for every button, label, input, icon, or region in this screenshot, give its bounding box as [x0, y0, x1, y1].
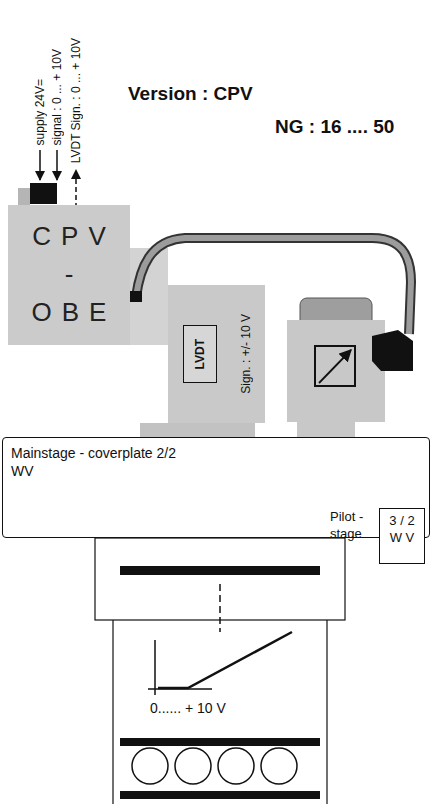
signal-name: LVDT Sign. : 0 ... + 10V: [69, 38, 83, 163]
characteristic-curve: [158, 632, 292, 688]
box-title: Mainstage - coverplate 2/2 WV: [11, 444, 181, 480]
seal-band: [120, 791, 320, 799]
connector-tab: [18, 188, 30, 206]
signal-name: Sign. : +/- 10 V: [239, 314, 253, 394]
lvdt-signal-arrow: [75, 170, 77, 208]
size-label: NG : 16 .... 50: [275, 116, 394, 138]
signal-arrow: [56, 150, 58, 180]
signal-name: signal : 0 ... + 10V: [50, 49, 64, 145]
seal-band: [120, 738, 320, 746]
valve-body-left: [112, 620, 113, 804]
pilot-valve-box: Pilot - stage3 / 2 W V: [379, 508, 425, 564]
electronics-box: CPV - OBE: [8, 205, 130, 345]
valve-body-right: [326, 620, 327, 804]
port-hole: [261, 748, 297, 784]
center-line: [219, 584, 221, 632]
version-title: Version : CPV: [128, 83, 253, 105]
lvdt-base: [140, 423, 255, 437]
solenoid-plug: [372, 330, 413, 371]
box-title: LVDT: [193, 339, 207, 369]
port-hole: [132, 748, 168, 784]
port-hole: [218, 748, 254, 784]
box-title: CPV - OBE: [14, 218, 124, 331]
solenoid-body: [287, 320, 385, 422]
proportional-solenoid-symbol: [315, 346, 355, 386]
solenoid-stem: [297, 422, 355, 437]
box-title: 3 / 2 W V: [383, 513, 421, 547]
supply-arrow: [39, 150, 41, 180]
seal-band: [120, 566, 320, 575]
variable-arrow: [319, 350, 351, 383]
signal-name: supply 24V=: [33, 79, 47, 145]
axis-label: 0...... + 10 V: [150, 700, 226, 716]
electrical-connector: [30, 183, 57, 204]
lvdt-housing: Sign. : +/- 10 V LVDT: [168, 285, 265, 423]
mainstage-coverplate: Mainstage - coverplate 2/2 WVPilot - sta…: [2, 437, 430, 538]
box-heading: Pilot - stage: [330, 509, 374, 543]
lvdt-box: LVDT: [183, 325, 217, 383]
port-hole: [175, 748, 211, 784]
cable-plug: [130, 291, 142, 302]
